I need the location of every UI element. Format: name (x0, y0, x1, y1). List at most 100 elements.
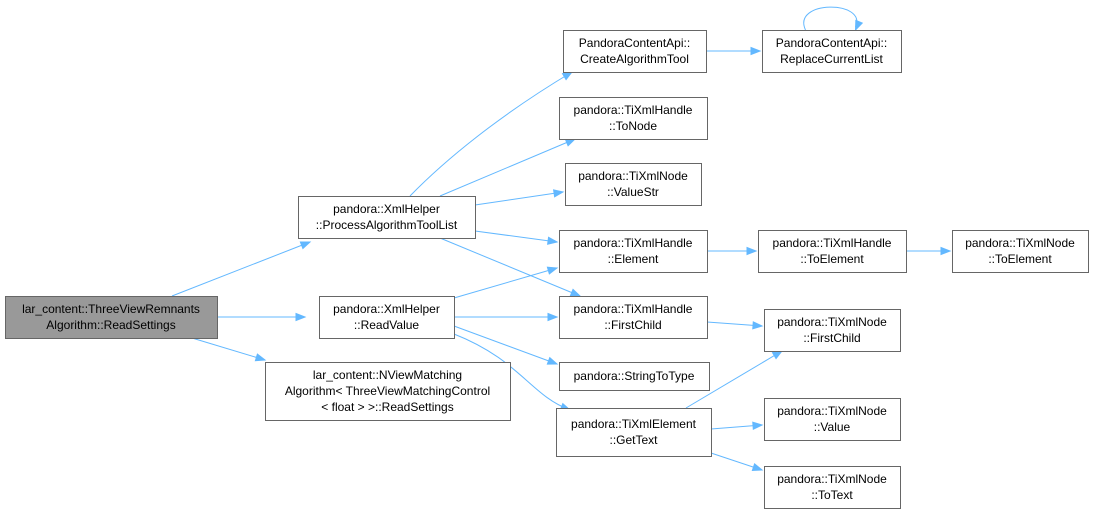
node-box[interactable] (559, 362, 710, 391)
edge-handleFirstChild-to-nodeFirstChild (706, 321, 764, 330)
node-label-line: ::ValueStr (607, 185, 659, 199)
node-box[interactable] (319, 296, 455, 339)
edge-replaceCurrentList-to-replaceCurrentList-arrowhead (854, 19, 864, 32)
node-box[interactable] (762, 30, 902, 73)
edge-processAlgorithmToolList-to-nodeValueStr (474, 189, 565, 206)
edge-processAlgorithmToolList-to-handleFirstChild (439, 237, 582, 297)
node-elementGetText[interactable]: pandora::TiXmlElement::GetText (556, 408, 712, 457)
node-label-line: lar_content::ThreeViewRemnants (22, 302, 200, 316)
node-label-line: ::GetText (609, 433, 658, 447)
node-readValue[interactable]: pandora::XmlHelper::ReadValue (319, 296, 455, 339)
node-label-line: ::Element (608, 252, 659, 266)
edge-root-to-processAlgorithmToolList-line (171, 241, 311, 297)
edge-handleToElement-to-nodeToElement (906, 246, 952, 256)
edge-elementGetText-to-nodeValue-arrowhead (752, 421, 764, 430)
node-createAlgorithmTool[interactable]: PandoraContentApi::CreateAlgorithmTool (563, 30, 707, 73)
edge-readValue-to-elementGetText-line (453, 333, 571, 411)
node-box[interactable] (952, 230, 1089, 273)
edge-handleToElement-to-nodeToElement-arrowhead (940, 246, 952, 256)
node-label-line: pandora::StringToType (574, 369, 695, 383)
node-label-line: ::ToElement (800, 252, 864, 266)
node-box[interactable] (5, 296, 218, 339)
node-label-line: lar_content::NViewMatching (313, 368, 462, 382)
edge-createAlgorithmTool-to-replaceCurrentList-arrowhead (750, 46, 762, 56)
edge-elementGetText-to-nodeToText-arrowhead (751, 462, 764, 472)
node-label-line: ::FirstChild (803, 331, 860, 345)
edge-processAlgorithmToolList-to-nodeValueStr-arrowhead (552, 189, 565, 198)
edge-handleElement-to-handleToElement-arrowhead (746, 246, 758, 256)
node-box[interactable] (559, 296, 708, 339)
node-label-line: ReplaceCurrentList (780, 52, 883, 66)
edge-processAlgorithmToolList-to-createAlgorithmTool-line (409, 71, 573, 197)
edge-root-to-readValue-arrowhead (295, 312, 307, 322)
node-label-line: Algorithm::ReadSettings (46, 318, 175, 332)
node-label-line: pandora::TiXmlNode (965, 236, 1075, 250)
edge-root-to-readValue (217, 312, 307, 322)
node-box[interactable] (563, 30, 707, 73)
edge-processAlgorithmToolList-to-handleElement-arrowhead (547, 236, 559, 245)
node-label-line: < float > >::ReadSettings (321, 400, 453, 414)
node-box[interactable] (559, 97, 708, 140)
node-box[interactable] (298, 196, 476, 239)
node-label-line: Algorithm< ThreeViewMatchingControl (285, 384, 490, 398)
node-label-line: pandora::TiXmlNode (777, 315, 887, 329)
node-box[interactable] (565, 163, 702, 206)
node-label-line: pandora::TiXmlNode (578, 169, 688, 183)
edge-readValue-to-stringToType (453, 325, 559, 365)
node-label-line: pandora::TiXmlElement (571, 417, 697, 431)
node-handleToNode[interactable]: pandora::TiXmlHandle::ToNode (559, 97, 708, 140)
edge-replaceCurrentList-to-replaceCurrentList (803, 6, 864, 32)
node-label-line: pandora::XmlHelper (333, 302, 440, 316)
node-replaceCurrentList[interactable]: PandoraContentApi::ReplaceCurrentList (762, 30, 902, 73)
node-nodeFirstChild[interactable]: pandora::TiXmlNode::FirstChild (764, 309, 901, 352)
edge-readValue-to-stringToType-line (453, 325, 558, 365)
edge-readValue-to-handleFirstChild (454, 312, 559, 322)
node-label-line: pandora::TiXmlNode (777, 404, 887, 418)
node-box[interactable] (764, 466, 901, 509)
node-box[interactable] (265, 362, 511, 421)
edge-processAlgorithmToolList-to-handleToNode-line (439, 138, 576, 197)
node-box[interactable] (758, 230, 907, 273)
nodes-layer: lar_content::ThreeViewRemnantsAlgorithm:… (5, 30, 1089, 509)
node-nodeValue[interactable]: pandora::TiXmlNode::Value (764, 398, 901, 441)
edge-elementGetText-to-nodeToText (710, 452, 764, 472)
edge-processAlgorithmToolList-to-handleElement (474, 230, 559, 245)
edge-elementGetText-to-nodeFirstChild-line (685, 350, 783, 409)
node-label-line: ::ProcessAlgorithmToolList (316, 218, 458, 232)
node-handleToElement[interactable]: pandora::TiXmlHandle::ToElement (758, 230, 907, 273)
node-stringToType[interactable]: pandora::StringToType (559, 362, 710, 391)
node-label-line: pandora::TiXmlHandle (574, 236, 693, 250)
edge-readValue-to-stringToType-arrowhead (546, 356, 559, 365)
node-label-line: pandora::TiXmlHandle (574, 302, 693, 316)
node-box[interactable] (559, 230, 708, 273)
node-box[interactable] (764, 398, 901, 441)
edge-processAlgorithmToolList-to-nodeValueStr-line (474, 191, 564, 206)
node-label-line: ::ToText (811, 488, 853, 502)
node-label-line: PandoraContentApi:: (579, 36, 690, 50)
edge-processAlgorithmToolList-to-handleToNode-arrowhead (564, 138, 577, 147)
node-handleElement[interactable]: pandora::TiXmlHandle::Element (559, 230, 708, 273)
node-nodeValueStr[interactable]: pandora::TiXmlNode::ValueStr (565, 163, 702, 206)
edge-readValue-to-handleFirstChild-arrowhead (547, 312, 559, 322)
node-root[interactable]: lar_content::ThreeViewRemnantsAlgorithm:… (5, 296, 218, 339)
node-label-line: ::FirstChild (604, 318, 661, 332)
node-box[interactable] (556, 408, 712, 457)
node-handleFirstChild[interactable]: pandora::TiXmlHandle::FirstChild (559, 296, 708, 339)
node-box[interactable] (764, 309, 901, 352)
node-nodeToElement[interactable]: pandora::TiXmlNode::ToElement (952, 230, 1089, 273)
node-label-line: pandora::XmlHelper (333, 202, 440, 216)
edge-handleFirstChild-to-nodeFirstChild-arrowhead (752, 321, 764, 330)
edge-elementGetText-to-nodeValue (710, 421, 764, 430)
edge-handleElement-to-handleToElement (707, 246, 758, 256)
node-label-line: ::ToNode (609, 119, 657, 133)
edge-createAlgorithmTool-to-replaceCurrentList (706, 46, 762, 56)
node-label-line: ::ReadValue (354, 318, 419, 332)
node-nodeToText[interactable]: pandora::TiXmlNode::ToText (764, 466, 901, 509)
edge-processAlgorithmToolList-to-handleElement-line (474, 230, 558, 243)
node-label-line: PandoraContentApi:: (776, 36, 887, 50)
node-processAlgorithmToolList[interactable]: pandora::XmlHelper::ProcessAlgorithmTool… (298, 196, 476, 239)
edge-replaceCurrentList-to-replaceCurrentList-line (803, 6, 858, 31)
edge-root-to-nviewReadSettings-arrowhead (254, 353, 267, 362)
